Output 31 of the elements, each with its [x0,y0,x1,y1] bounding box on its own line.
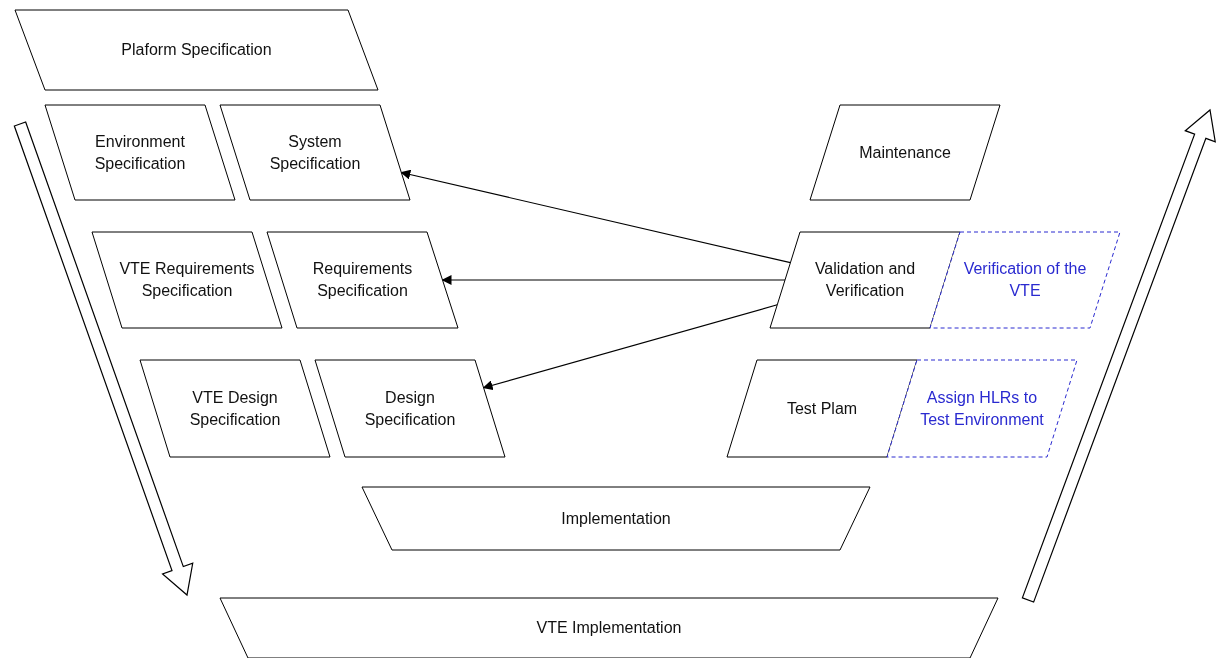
arrow [441,275,786,285]
node-label: Assign HLRs to Test Environment [919,387,1045,430]
dashed-parallelogram [887,360,1077,457]
parallelogram-box [220,598,998,658]
node-label: Test Plam [786,398,858,419]
parallelogram-box [267,232,458,328]
dashed-parallelogram [930,232,1120,328]
parallelogram-box [15,10,378,90]
parallelogram-box [45,105,235,200]
parallelogram-box [220,105,410,200]
arrow [482,304,778,391]
node-label: VTE Requirements Specification [118,259,256,301]
parallelogram-box [315,360,505,457]
parallelogram-box [727,360,917,457]
parallelogram-box [362,487,870,550]
node-label: Maintenance [859,142,951,163]
parallelogram-box [140,360,330,457]
node-label: Plaform Specification [121,40,272,60]
parallelogram-box [92,232,282,328]
parallelogram-box [810,105,1000,200]
node-label: VTE Design Specification [188,387,282,430]
node-label: Requirements Specification [311,259,414,301]
node-label: Verification of the VTE [962,259,1088,301]
node-label: System Specification [268,131,362,174]
node-label: Design Specification [363,387,457,430]
arrow [400,169,791,264]
node-label: Validation and Verification [813,259,917,301]
parallelogram-box [770,232,960,328]
node-label: VTE Implementation [536,618,682,638]
node-label: Environment Specification [93,131,187,174]
node-label: Implementation [561,508,671,529]
